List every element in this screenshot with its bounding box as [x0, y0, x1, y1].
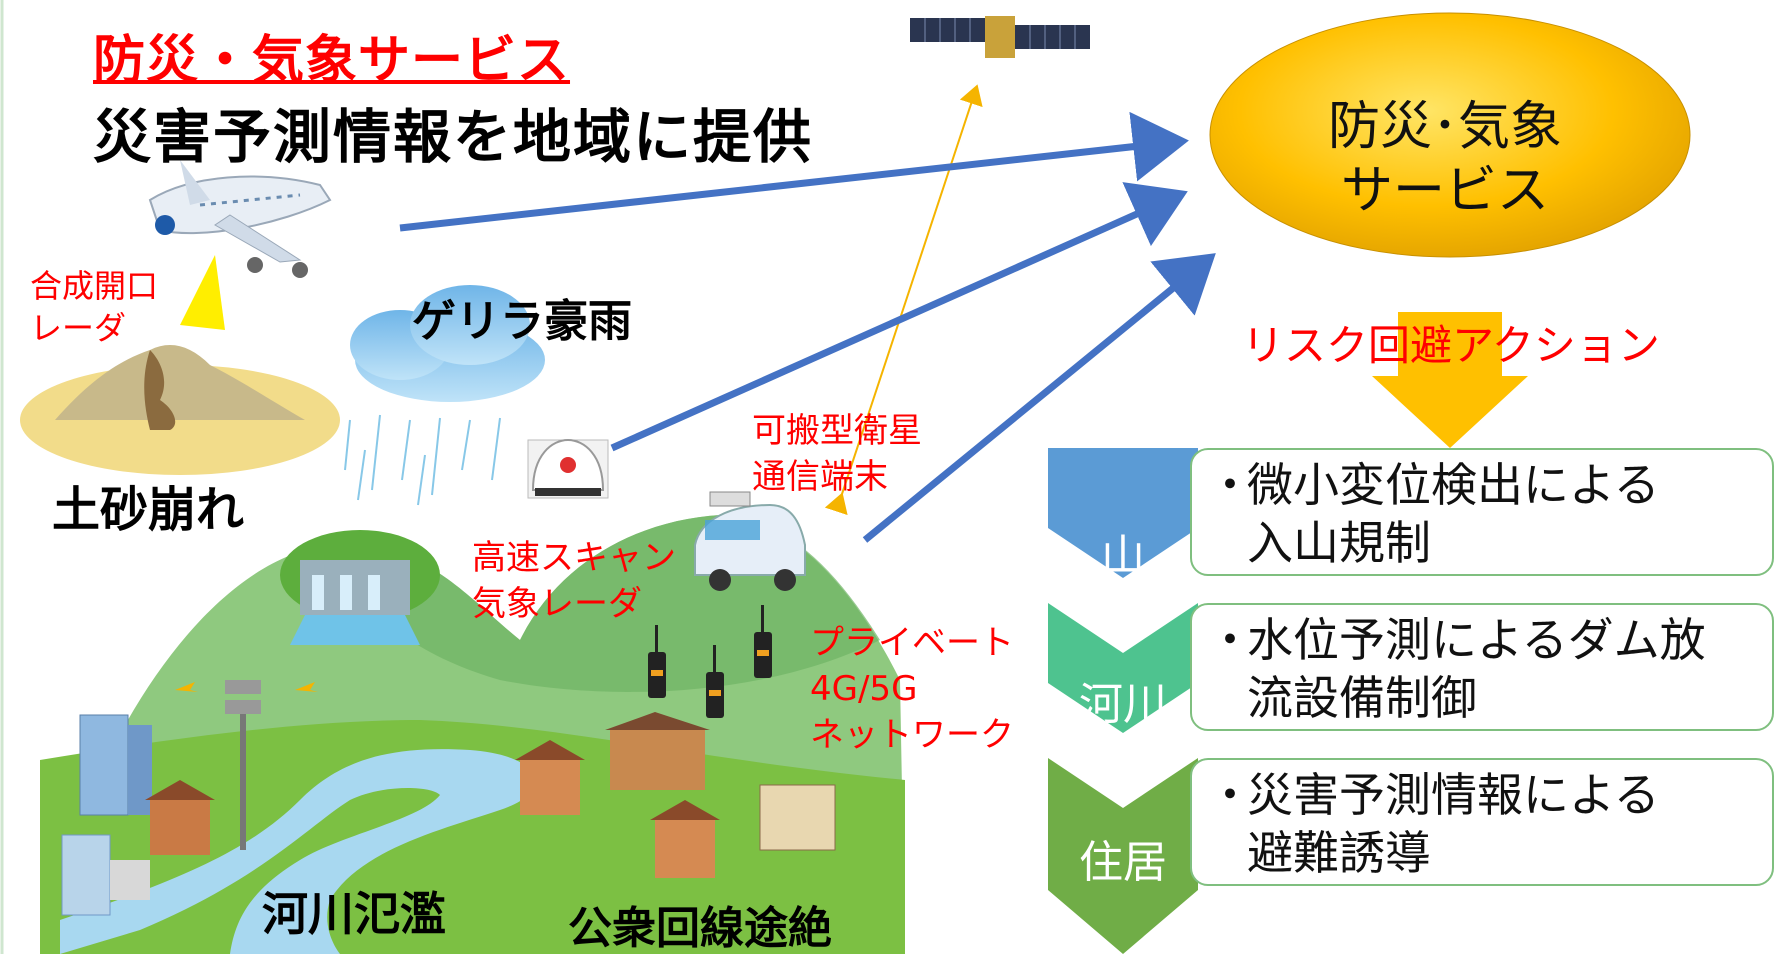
service-ellipse	[1209, 12, 1691, 258]
label-radar: 高速スキャン 気象レーダ	[472, 535, 676, 627]
chevron-label-river: 河川	[1079, 679, 1167, 730]
loudspeaker-icon	[175, 680, 318, 850]
title-main: 防災・気象サービス	[93, 31, 571, 91]
chevron-label-home: 住居	[1079, 837, 1167, 888]
label-satellite-terminal-line2: 通信端末	[752, 457, 888, 497]
down-arrow	[1372, 312, 1528, 448]
action-text-home: 災害予測情報による 避難誘導	[1247, 766, 1660, 882]
action-text-river-line2: 流設備制御	[1247, 671, 1477, 725]
label-satellite-terminal: 可搬型衛星 通信端末	[752, 408, 922, 500]
satellite-link-arrow	[824, 84, 983, 516]
action-box-home: ・ 災害予測情報による 避難誘導	[1190, 758, 1774, 886]
action-text-river-line1: 水位予測によるダム放	[1247, 613, 1706, 667]
action-text-river: 水位予測によるダム放 流設備制御	[1247, 611, 1706, 727]
dam-icon	[280, 530, 440, 645]
chevron-river	[1048, 603, 1198, 733]
label-public-line: 公衆回線途絶	[568, 903, 832, 954]
satellite-icon	[910, 16, 1090, 58]
label-private-network: プライベート 4G/5G ネットワーク	[810, 620, 1014, 758]
sar-beam	[180, 255, 225, 330]
service-ellipse-label: 防災･気象 サービス	[1255, 95, 1635, 223]
label-private-network-line3: ネットワーク	[810, 715, 1014, 755]
airplane-icon	[148, 160, 332, 278]
building-icon	[61, 714, 152, 916]
vehicle-icon	[694, 491, 806, 591]
action-text-mountain: 微小変位検出による 入山規制	[1247, 456, 1660, 572]
label-private-network-line1: プライベート	[810, 623, 1014, 663]
action-bullet: ・	[1207, 458, 1253, 512]
label-radar-line1: 高速スキャン	[472, 538, 676, 578]
label-guerrilla-rain: ゲリラ豪雨	[412, 296, 632, 347]
arrow-from-radar	[610, 182, 1188, 452]
label-radar-line2: 気象レーダ	[472, 584, 642, 624]
house-icon	[145, 712, 836, 878]
radar-dome-icon	[527, 438, 609, 499]
chevron-label-mountain: 山	[1101, 531, 1145, 582]
service-ellipse-line1: 防災･気象	[1327, 97, 1562, 157]
label-satellite-terminal-line1: 可搬型衛星	[752, 411, 922, 451]
cloud-rain-icon	[344, 285, 545, 506]
action-box-river: ・ 水位予測によるダム放 流設備制御	[1190, 603, 1774, 731]
action-bullet: ・	[1207, 613, 1253, 667]
action-text-mountain-line1: 微小変位検出による	[1247, 458, 1660, 512]
title-sub: 災害予測情報を地域に提供	[93, 103, 814, 171]
chevron-home	[1048, 758, 1198, 954]
action-text-mountain-line2: 入山規制	[1247, 516, 1431, 570]
action-text-home-line1: 災害予測情報による	[1247, 768, 1660, 822]
label-private-network-line2: 4G/5G	[810, 669, 918, 709]
arrow-from-network	[862, 253, 1216, 543]
label-landslide: 土砂崩れ	[52, 482, 245, 538]
landslide-mountain	[20, 345, 340, 475]
label-risk-action: リスク回避アクション	[1242, 321, 1660, 370]
chevron-mountain	[1048, 448, 1198, 578]
radio-icon	[648, 605, 772, 718]
action-text-home-line2: 避難誘導	[1247, 826, 1431, 880]
label-river-flood: 河川氾濫	[262, 887, 446, 941]
service-ellipse-line2: サービス	[1340, 161, 1549, 221]
label-sar-line1: 合成開口	[30, 267, 159, 305]
action-box-mountain: ・ 微小変位検出による 入山規制	[1190, 448, 1774, 576]
label-sar: 合成開口 レーダ	[30, 265, 158, 349]
label-sar-line2: レーダ	[30, 309, 127, 347]
arrow-from-airplane	[399, 111, 1189, 232]
action-bullet: ・	[1207, 768, 1253, 822]
